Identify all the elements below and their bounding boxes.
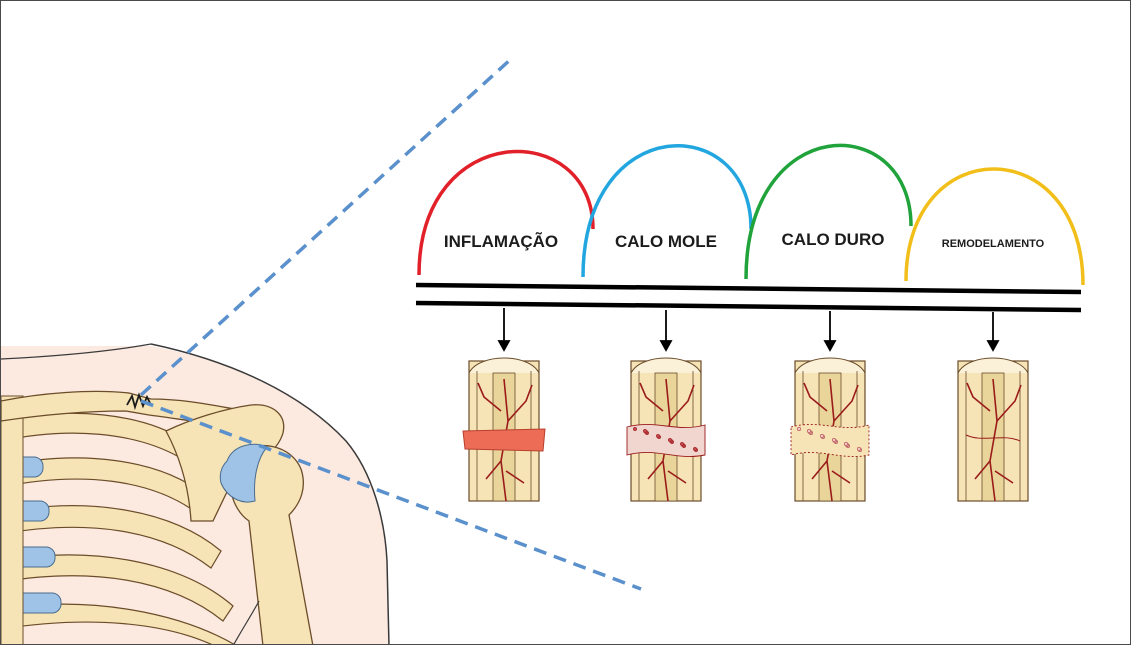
callus-spot	[857, 447, 861, 451]
callus-spot	[797, 427, 801, 431]
hematoma	[463, 429, 545, 451]
callus-spot	[633, 427, 637, 431]
timeline-line-top	[416, 285, 1081, 292]
bone-top-cap	[631, 358, 701, 373]
stage-label-calo-mole: CALO MOLE	[615, 232, 717, 251]
arrowhead-inflamacao	[499, 341, 509, 350]
bone-top-cap	[469, 358, 539, 373]
callus-spot	[844, 442, 848, 446]
arc-calo-mole	[583, 146, 751, 277]
bone-top-cap	[795, 358, 865, 373]
arrowhead-calo-duro	[825, 341, 835, 350]
bone-remodelamento	[958, 358, 1028, 501]
stage-label-inflamacao: INFLAMAÇÃO	[444, 231, 558, 251]
zoom-line-upper	[141, 59, 511, 395]
callus	[791, 424, 869, 456]
arrowhead-remodelamento	[988, 341, 998, 350]
callus-spot	[656, 434, 660, 438]
callus-spot	[807, 429, 811, 433]
bone-calo-duro	[791, 358, 869, 501]
arc-inflamacao	[419, 152, 593, 275]
callus-spot	[820, 434, 824, 438]
bone-calo-mole	[627, 358, 705, 501]
callus-spot	[668, 438, 672, 442]
arc-remodelamento	[906, 169, 1083, 285]
shoulder-illustration	[1, 344, 389, 645]
arc-calo-duro	[746, 145, 911, 279]
callus	[627, 424, 705, 456]
timeline-bar	[416, 285, 1081, 310]
sternum	[1, 396, 23, 645]
timeline-line-bottom	[416, 303, 1081, 310]
arrowhead-calo-mole	[661, 341, 671, 350]
stage-label-remodelamento: REMODELAMENTO	[942, 238, 1045, 250]
bone-top-cap	[958, 358, 1028, 373]
stage-label-calo-duro: CALO DURO	[782, 230, 885, 249]
callus-spot	[693, 447, 697, 451]
bone-inflamacao	[463, 358, 545, 501]
callus-spot	[832, 438, 836, 442]
stage-arrows	[499, 308, 998, 350]
callus-spot	[643, 429, 647, 433]
stage-arcs	[419, 145, 1083, 285]
bone-illustrations	[463, 358, 1028, 501]
callus-spot	[680, 442, 684, 446]
